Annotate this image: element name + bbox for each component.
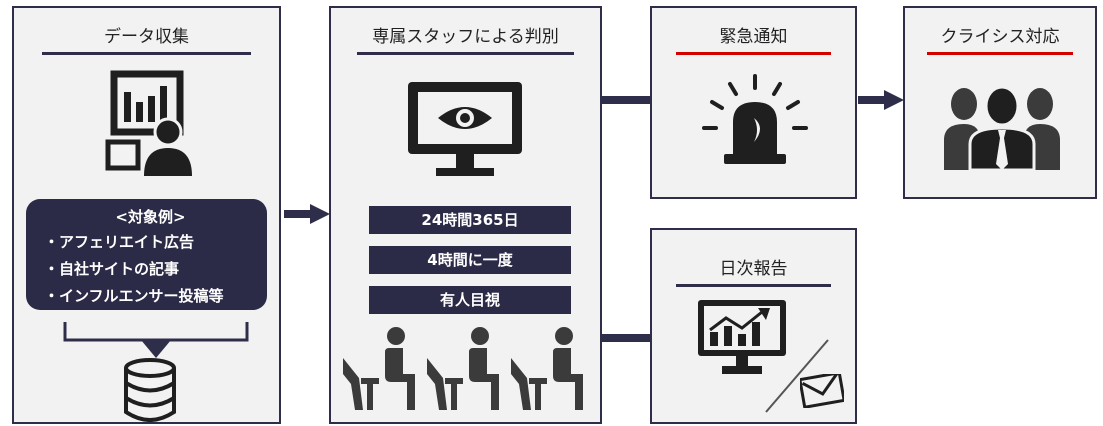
database-icon — [124, 358, 176, 422]
badge-human-visual: 有人目視 — [369, 286, 571, 314]
data-collection-title: データ収集 — [104, 27, 189, 47]
emergency-alert-title: 緊急通知 — [719, 27, 788, 47]
team-icon — [944, 85, 1060, 170]
staff-screening-panel: 専属スタッフによる判別 24時間365日 4時間に一度 有人目視 — [329, 6, 602, 424]
target-examples-panel: <対象例> ・アフェリエイト広告 ・自社サイトの記事 ・インフルエンサー投稿等 — [26, 199, 267, 310]
flow-arrow — [858, 90, 904, 110]
target-example-item: ・インフルエンサー投稿等 — [44, 287, 224, 305]
collection-bracket-connector — [63, 322, 249, 358]
mail-icon — [800, 374, 844, 408]
badge-24-365: 24時間365日 — [369, 206, 571, 234]
crisis-response-panel: クライシス対応 — [903, 6, 1097, 199]
target-example-item: ・自社サイトの記事 — [44, 260, 180, 278]
staff-screening-title-rule — [357, 52, 574, 55]
badge-every-4-hours: 4時間に一度 — [369, 246, 571, 274]
data-collection-title-rule — [42, 52, 251, 55]
emergency-alert-title-rule — [676, 52, 831, 55]
siren-icon — [702, 74, 808, 164]
data-collection-panel: データ収集 <対象例> ・アフェリエイト広告 ・自社サイトの記事 ・インフルエン… — [12, 6, 281, 424]
emergency-alert-panel: 緊急通知 — [650, 6, 857, 199]
crisis-response-title-rule — [927, 52, 1073, 55]
daily-report-panel: 日次報告 — [650, 228, 857, 424]
target-examples-heading: <対象例> — [115, 208, 186, 226]
analyst-dashboard-icon — [105, 70, 192, 176]
target-example-item: ・アフェリエイト広告 — [44, 233, 195, 251]
crisis-response-title: クライシス対応 — [940, 27, 1060, 47]
flow-arrow — [284, 204, 330, 224]
report-divider-slash — [765, 339, 829, 413]
staff-at-desk-icon — [343, 327, 583, 410]
monitor-eye-icon — [408, 82, 522, 176]
daily-report-title-rule — [676, 284, 831, 287]
report-chart-monitor-icon — [698, 300, 786, 374]
daily-report-title: 日次報告 — [719, 259, 788, 279]
staff-screening-title: 専属スタッフによる判別 — [372, 27, 559, 47]
